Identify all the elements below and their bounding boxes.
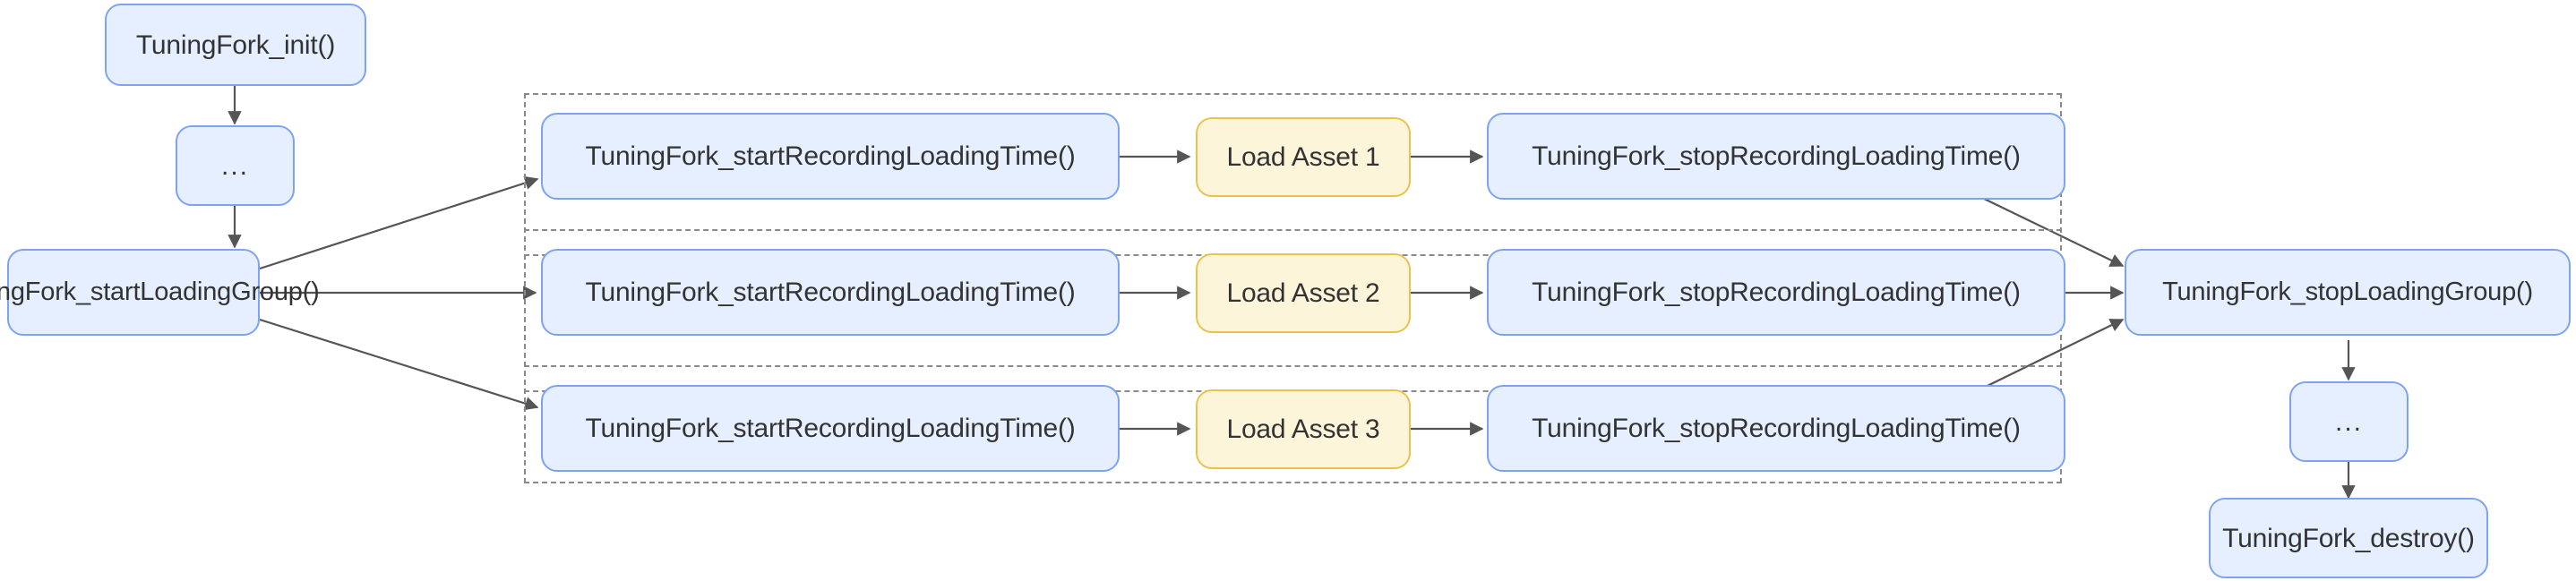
node-row1-stop-recording[interactable]: TuningFork_stopRecordingLoadingTime() bbox=[1487, 113, 2065, 200]
edge-start-group-to-row1-start bbox=[259, 175, 539, 270]
cluster-divider-3 bbox=[524, 365, 2062, 367]
node-ellipsis-top[interactable]: ... bbox=[176, 125, 295, 206]
node-row2-load-asset[interactable]: Load Asset 2 bbox=[1196, 253, 1411, 333]
node-row3-load-asset[interactable]: Load Asset 3 bbox=[1196, 389, 1411, 469]
node-tuningfork-destroy[interactable]: TuningFork_destroy() bbox=[2209, 498, 2488, 578]
node-ellipsis-bottom[interactable]: ... bbox=[2289, 381, 2409, 462]
node-row3-stop-recording[interactable]: TuningFork_stopRecordingLoadingTime() bbox=[1487, 385, 2065, 472]
cluster-divider-1 bbox=[524, 229, 2062, 231]
node-row1-start-recording[interactable]: TuningFork_startRecordingLoadingTime() bbox=[541, 113, 1120, 200]
edge-start-group-to-row3-start bbox=[259, 318, 539, 411]
node-row3-start-recording[interactable]: TuningFork_startRecordingLoadingTime() bbox=[541, 385, 1120, 472]
node-row2-stop-recording[interactable]: TuningFork_stopRecordingLoadingTime() bbox=[1487, 249, 2065, 336]
node-row2-start-recording[interactable]: TuningFork_startRecordingLoadingTime() bbox=[541, 249, 1120, 336]
node-row1-load-asset[interactable]: Load Asset 1 bbox=[1196, 117, 1411, 197]
node-tuningfork-init[interactable]: TuningFork_init() bbox=[105, 4, 366, 86]
node-start-loading-group[interactable]: TuningFork_startLoadingGroup() bbox=[0, 249, 320, 336]
node-stop-loading-group[interactable]: TuningFork_stopLoadingGroup() bbox=[2125, 249, 2571, 336]
